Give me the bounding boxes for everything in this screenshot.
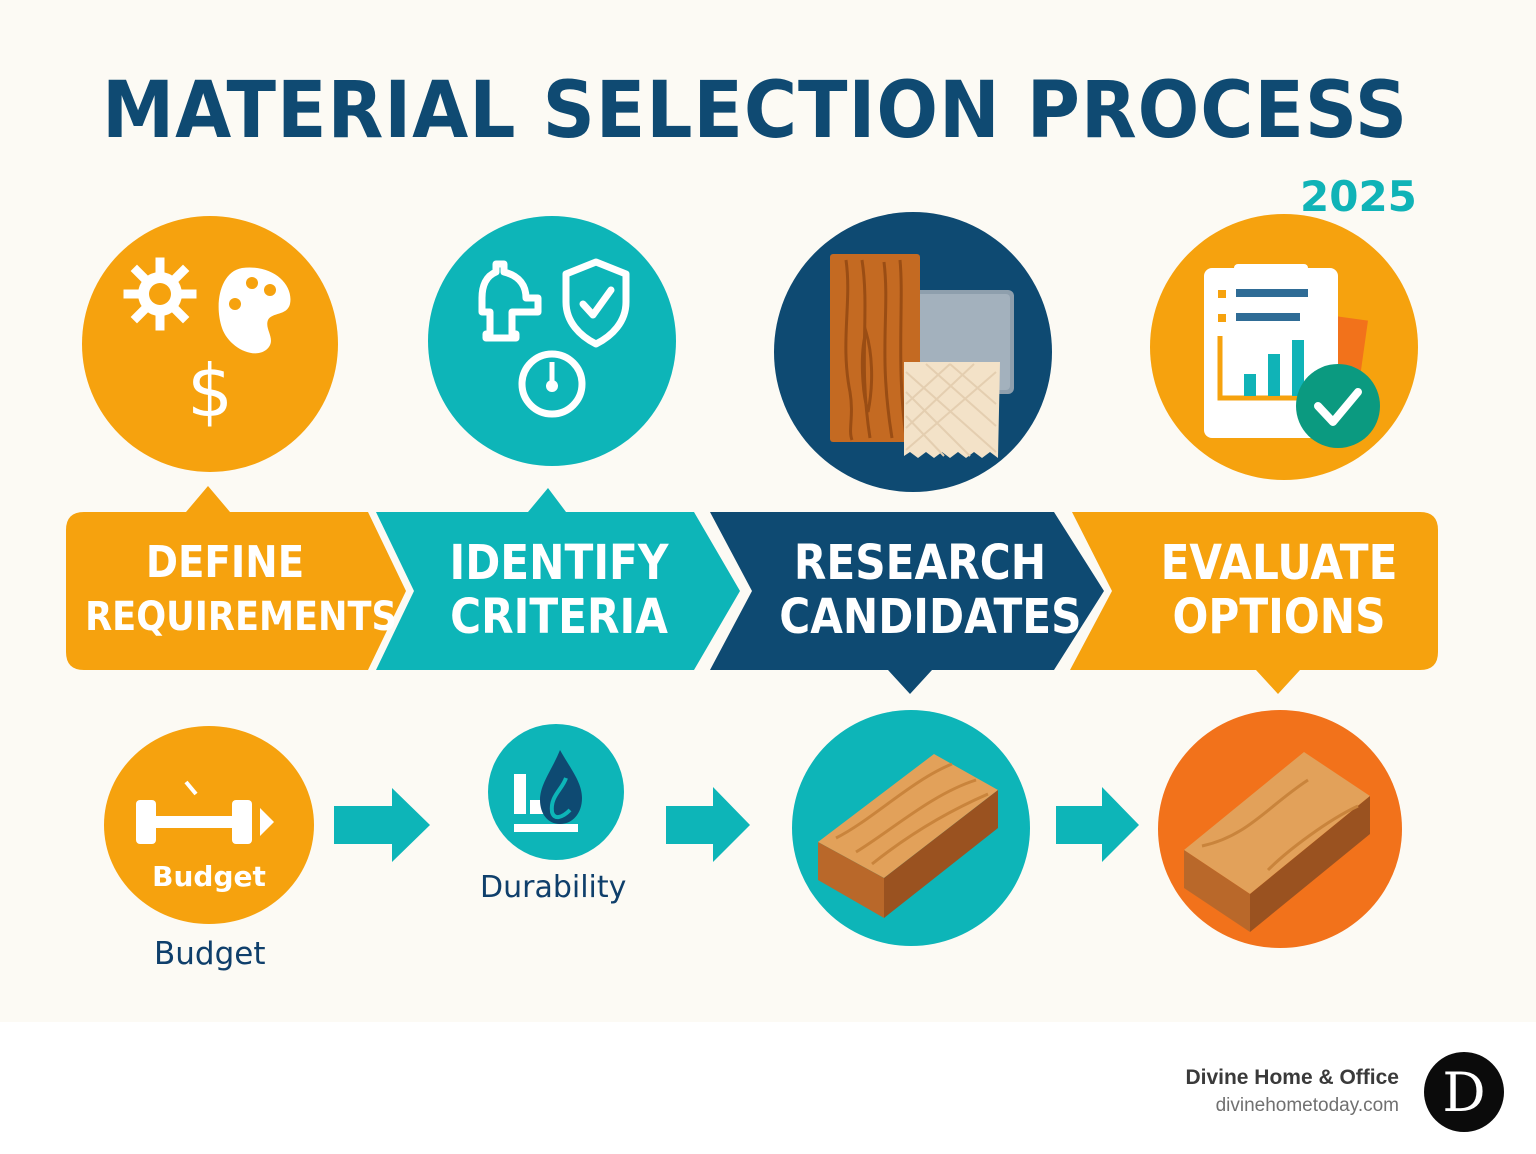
step-research-label: RESEARCH CANDIDATES — [779, 535, 1082, 645]
evaluate-options-icons — [1204, 264, 1380, 448]
define-requirements-icons: $ — [123, 257, 291, 433]
wood-candidate-circle — [792, 710, 1030, 946]
year-label: 2025 — [1300, 172, 1417, 221]
wood-evaluate-icon-wrap — [1184, 752, 1370, 932]
step-research-line1: RESEARCH — [793, 535, 1047, 591]
wood-candidate-icon-wrap — [818, 754, 998, 918]
flow-arrow-3 — [1056, 787, 1139, 862]
step-evaluate-line2: OPTIONS — [1172, 589, 1386, 645]
budget-inner-label: Budget — [152, 860, 266, 893]
gauge-icon — [518, 350, 586, 418]
step-define-line1: DEFINE — [145, 537, 305, 588]
logo-letter: D — [1442, 1060, 1486, 1124]
step-define-label: DEFINE REQUIREMENTS — [85, 536, 397, 644]
research-candidates-icons — [830, 254, 1014, 458]
durability-icon-wrap — [514, 750, 582, 832]
page-title: MATERIAL SELECTION PROCESS — [102, 66, 1408, 156]
svg-text:$: $ — [187, 349, 233, 433]
step-define-line2: REQUIREMENTS — [85, 594, 397, 640]
evaluate-options-circle — [1150, 214, 1418, 480]
step-identify-line1: IDENTIFY — [449, 535, 669, 591]
step-evaluate-shape — [1070, 512, 1438, 694]
brand-url[interactable]: divinehometoday.com — [1215, 1095, 1399, 1116]
brand-logo: D — [1424, 1052, 1504, 1132]
wood-evaluate-circle — [1158, 710, 1402, 948]
flow-arrow-1 — [334, 788, 430, 862]
define-requirements-circle: $ — [82, 216, 338, 472]
budget-circle: Budget — [104, 726, 314, 924]
gear-icon — [123, 257, 197, 331]
process-chevron-band — [66, 486, 1438, 862]
budget-icon-wrap — [136, 780, 274, 844]
research-candidates-circle — [774, 212, 1052, 492]
flow-arrow-2 — [666, 787, 750, 862]
step-identify-shape — [376, 488, 740, 670]
wood-block-icon — [818, 754, 998, 918]
step-identify-line2: CRITERIA — [450, 589, 668, 645]
step-evaluate-line1: EVALUATE — [1160, 535, 1398, 591]
budget-label: Budget — [154, 936, 266, 972]
durability-label: Durability — [480, 870, 627, 905]
step-research-line2: CANDIDATES — [779, 589, 1082, 645]
brand-name: Divine Home & Office — [1185, 1066, 1399, 1089]
wood-block-icon — [1184, 752, 1370, 932]
step-research-shape — [710, 512, 1104, 694]
water-drop-icon — [514, 750, 582, 832]
step-define-shape — [66, 486, 406, 670]
wood-sample-icon — [830, 254, 920, 442]
infographic-canvas: MATERIAL SELECTION PROCESS 2025 — [0, 0, 1536, 1022]
faucet-icon — [478, 260, 542, 342]
step-evaluate-label: EVALUATE OPTIONS — [1139, 536, 1419, 644]
checkmark-badge-icon — [1296, 364, 1380, 448]
shield-check-icon — [562, 258, 630, 348]
step-identify-label: IDENTIFY CRITERIA — [437, 536, 682, 644]
footer-brand: Divine Home & Office divinehometoday.com — [1185, 1065, 1399, 1121]
dollar-icon: $ — [187, 349, 233, 433]
dumbbell-icon — [136, 780, 274, 844]
identify-criteria-circle — [428, 216, 676, 466]
identify-criteria-icons — [478, 258, 630, 418]
fabric-sample-icon — [904, 362, 1000, 458]
palette-icon — [218, 267, 291, 354]
durability-circle — [488, 724, 624, 860]
